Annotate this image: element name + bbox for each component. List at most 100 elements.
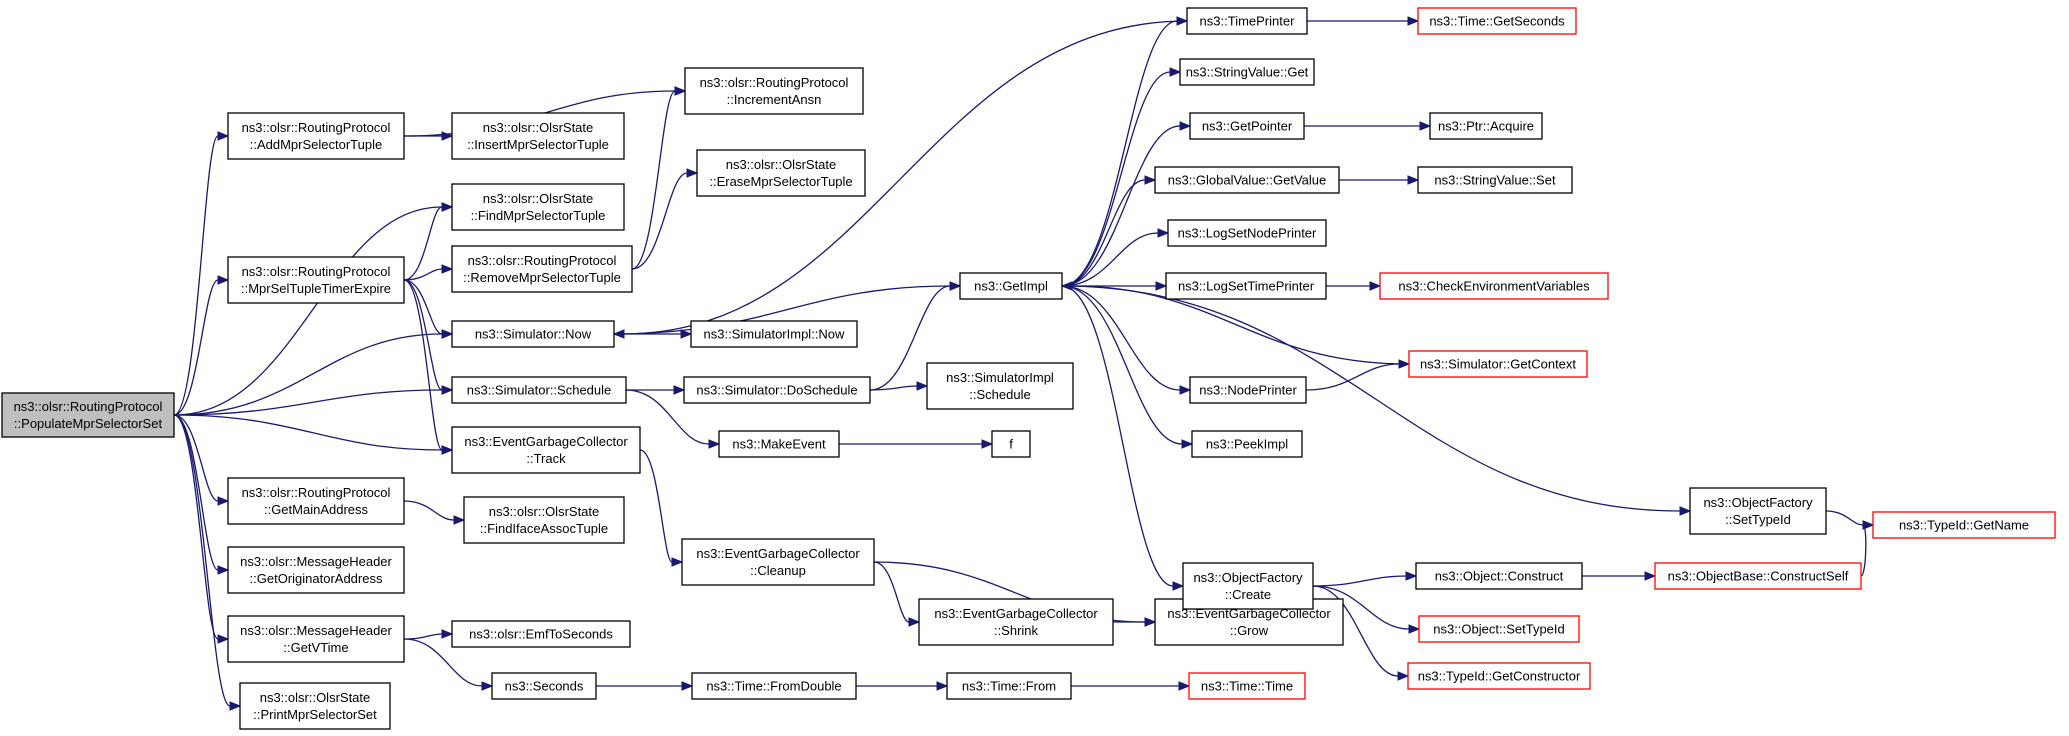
node-ns3-object-construct[interactable]: ns3::Object::Construct: [1415, 562, 1583, 590]
node-label: ns3::GlobalValue::GetValue: [1168, 173, 1327, 188]
node-f[interactable]: f: [991, 430, 1031, 458]
node-ns3-olsr-emftoseconds[interactable]: ns3::olsr::EmfToSeconds: [451, 620, 631, 648]
edge-line: [403, 279, 443, 451]
node-ns3-simulator-now[interactable]: ns3::Simulator::Now: [451, 320, 615, 348]
node-ns3-time-getseconds[interactable]: ns3::Time::GetSeconds: [1417, 7, 1577, 35]
edge-arrowhead: [981, 439, 994, 449]
node-ns3-logsetnodeprinter[interactable]: ns3::LogSetNodePrinter: [1167, 219, 1327, 247]
edge-n40-n10: [1060, 281, 1410, 365]
edge-n33-n34: [1304, 121, 1432, 131]
edge-arrowhead: [1169, 67, 1182, 77]
node-label: ns3::Time::Time: [1201, 679, 1293, 694]
node-ns3-olsr-routingprotocol-getmainaddress[interactable]: ns3::olsr::RoutingProtocol::GetMainAddre…: [227, 477, 405, 525]
node-ns3-stringvalue-get[interactable]: ns3::StringValue::Get: [1179, 58, 1315, 86]
node-label: ::FindMprSelectorTuple: [471, 208, 606, 223]
node-ns3-nodeprinter[interactable]: ns3::NodePrinter: [1189, 376, 1307, 404]
edge-n0-n16: [173, 414, 454, 455]
node-label: f: [1009, 437, 1013, 452]
node-ns3-olsr-messageheader-getvtime[interactable]: ns3::olsr::MessageHeader::GetVTime: [227, 615, 405, 663]
node-ns3-olsr-olsrstate-erasemprselectortuple[interactable]: ns3::olsr::OlsrState::EraseMprSelectorTu…: [696, 149, 866, 197]
node-label: ns3::LogSetNodePrinter: [1178, 226, 1317, 241]
edge-line: [173, 414, 231, 707]
node-ns3-simulator-schedule[interactable]: ns3::Simulator::Schedule: [451, 376, 627, 404]
edge-line: [403, 633, 443, 640]
node-ns3-checkenvironmentvariables[interactable]: ns3::CheckEnvironmentVariables: [1379, 272, 1609, 300]
node-label: ns3::SimulatorImpl: [946, 370, 1054, 385]
node-label: ns3::LogSetTimePrinter: [1178, 279, 1315, 294]
nodes-layer: ns3::olsr::RoutingProtocol::PopulateMprS…: [1, 7, 2056, 730]
node-box: [1417, 7, 1577, 35]
edge-n41-n40: [1305, 359, 1411, 391]
node-box: [1165, 272, 1327, 300]
node-ns3-olsr-olsrstate-findifaceassoctuple[interactable]: ns3::olsr::OlsrState::FindIfaceAssocTupl…: [463, 496, 625, 544]
node-ns3-olsr-routingprotocol-mprseltupletimerexpire[interactable]: ns3::olsr::RoutingProtocol::MprSelTupleT…: [227, 256, 405, 304]
edge-line: [1061, 20, 1178, 287]
node-ns3-eventgarbagecollector-shrink[interactable]: ns3::EventGarbageCollector::Shrink: [918, 598, 1114, 646]
edge-arrowhead: [1369, 281, 1382, 291]
node-ns3-eventgarbagecollector-track[interactable]: ns3::EventGarbageCollector::Track: [451, 426, 641, 474]
node-ns3-logsettimeprinter[interactable]: ns3::LogSetTimePrinter: [1165, 272, 1327, 300]
node-ns3-objectfactory-settypeid[interactable]: ns3::ObjectFactory::SetTypeId: [1689, 487, 1827, 535]
node-box: [1872, 511, 2056, 539]
node-box: [690, 320, 858, 348]
node-ns3-objectbase-constructself[interactable]: ns3::ObjectBase::ConstructSelf: [1654, 562, 1862, 590]
node-label: ns3::olsr::OlsrState: [483, 120, 594, 135]
edge-line: [173, 279, 219, 416]
edge-line: [1061, 285, 1174, 587]
node-ns3-eventgarbagecollector-cleanup[interactable]: ns3::EventGarbageCollector::Cleanup: [681, 538, 875, 586]
node-ns3-getpointer[interactable]: ns3::GetPointer: [1189, 112, 1305, 140]
node-ns3-object-settypeid[interactable]: ns3::Object::SetTypeId: [1418, 615, 1580, 643]
node-ns3-peekimpl[interactable]: ns3::PeekImpl: [1191, 430, 1303, 458]
node-label: ::Grow: [1230, 623, 1269, 638]
node-ns3-simulator-doschedule[interactable]: ns3::Simulator::DoSchedule: [683, 376, 871, 404]
edge-n20-n21: [403, 500, 466, 525]
node-box: [227, 112, 405, 160]
node-ns3-typeid-getname[interactable]: ns3::TypeId::GetName: [1872, 511, 2056, 539]
node-box: [1408, 350, 1588, 378]
node-ns3-time-time[interactable]: ns3::Time::Time: [1188, 672, 1306, 700]
node-ns3-stringvalue-set[interactable]: ns3::StringValue::Set: [1417, 166, 1573, 194]
node-label: ns3::olsr::MessageHeader: [240, 554, 392, 569]
node-ns3-typeid-getconstructor[interactable]: ns3::TypeId::GetConstructor: [1407, 662, 1591, 690]
node-ns3-olsr-routingprotocol-removemprselectortuple[interactable]: ns3::olsr::RoutingProtocol::RemoveMprSel…: [451, 245, 633, 293]
edge-line: [1061, 285, 1181, 391]
node-box: [227, 546, 405, 594]
node-ns3-olsr-messageheader-getoriginatoraddress[interactable]: ns3::olsr::MessageHeader::GetOriginatorA…: [227, 546, 405, 594]
node-ns3-makeevent[interactable]: ns3::MakeEvent: [718, 430, 840, 458]
node-ns3-timeprinter[interactable]: ns3::TimePrinter: [1186, 7, 1308, 35]
node-label: ns3::GetImpl: [974, 279, 1048, 294]
node-ns3-ptr-acquire[interactable]: ns3::Ptr::Acquire: [1429, 112, 1543, 140]
edge-arrowhead: [1644, 571, 1657, 581]
edge-arrowhead: [217, 275, 230, 285]
node-ns3-simulatorimpl-now[interactable]: ns3::SimulatorImpl::Now: [690, 320, 858, 348]
node-ns3-simulator-getcontext[interactable]: ns3::Simulator::GetContext: [1408, 350, 1588, 378]
node-box: [1188, 672, 1306, 700]
node-ns3-seconds[interactable]: ns3::Seconds: [491, 672, 597, 700]
node-ns3-olsr-olsrstate-printmprselectorset[interactable]: ns3::olsr::OlsrState::PrintMprSelectorSe…: [239, 682, 391, 730]
edge-n0-n4: [173, 202, 454, 416]
node-label: ns3::PeekImpl: [1206, 437, 1288, 452]
node-ns3-simulatorimpl-schedule[interactable]: ns3::SimulatorImpl::Schedule: [926, 362, 1074, 410]
node-ns3-olsr-routingprotocol-addmprselectortuple[interactable]: ns3::olsr::RoutingProtocol::AddMprSelect…: [227, 112, 405, 160]
node-ns3-olsr-routingprotocol-populatemprselectorset[interactable]: ns3::olsr::RoutingProtocol::PopulateMprS…: [1, 392, 175, 438]
edge-arrowhead: [217, 496, 230, 506]
edge-line: [631, 172, 688, 270]
node-ns3-time-fromdouble[interactable]: ns3::Time::FromDouble: [691, 672, 857, 700]
edge-line: [1071, 285, 1410, 365]
edge-n5-n8: [403, 279, 454, 339]
node-ns3-time-from[interactable]: ns3::Time::From: [946, 672, 1072, 700]
node-label: ::EraseMprSelectorTuple: [709, 174, 852, 189]
node-label: ns3::olsr::RoutingProtocol: [468, 253, 617, 268]
node-ns3-olsr-olsrstate-findmprselectortuple[interactable]: ns3::olsr::OlsrState::FindMprSelectorTup…: [451, 183, 625, 231]
node-ns3-olsr-olsrstate-insertmprselectortuple[interactable]: ns3::olsr::OlsrState::InsertMprSelectorT…: [451, 112, 625, 160]
node-label: ::GetMainAddress: [264, 502, 369, 517]
edge-arrowhead: [441, 131, 454, 141]
edge-n5-n11: [403, 279, 454, 395]
node-ns3-getimpl[interactable]: ns3::GetImpl: [959, 272, 1063, 300]
edge-line: [1061, 179, 1146, 287]
node-ns3-olsr-routingprotocol-incrementansn[interactable]: ns3::olsr::RoutingProtocol::IncrementAns…: [684, 67, 864, 115]
node-label: ::AddMprSelectorTuple: [250, 137, 382, 152]
node-ns3-objectfactory-create[interactable]: ns3::ObjectFactory::Create: [1182, 562, 1314, 610]
node-ns3-globalvalue-getvalue[interactable]: ns3::GlobalValue::GetValue: [1154, 166, 1340, 194]
edge-line: [403, 638, 483, 687]
